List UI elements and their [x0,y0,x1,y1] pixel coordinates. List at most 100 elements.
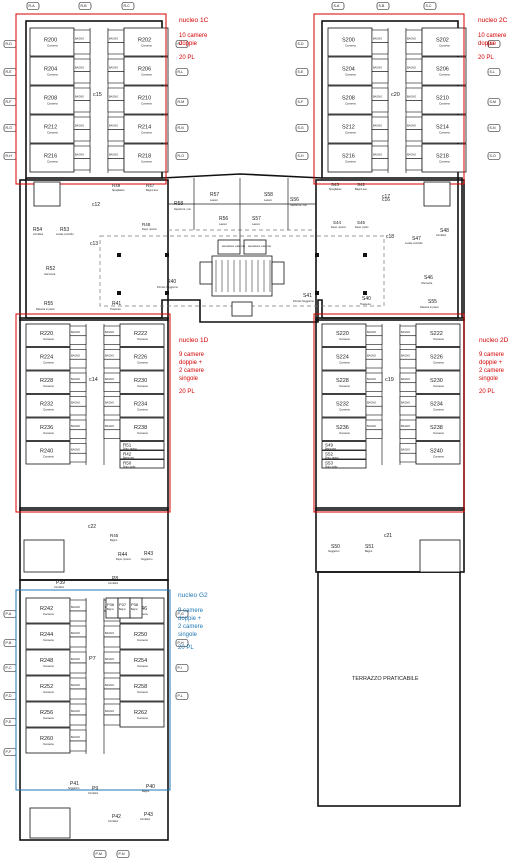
bath [405,42,423,55]
bath [69,688,87,700]
svg-text:c22: c22 [88,524,96,530]
room-label: R238 [134,425,147,431]
bath [103,688,121,700]
room-type: Camera [433,384,444,388]
room-R250 [119,623,165,650]
bath [371,158,389,171]
svg-text:Tisaneria: Tisaneria [360,302,371,306]
room-type: Camera [141,131,152,135]
room-type: Camera [141,73,152,77]
svg-text:Locale controllo: Locale controllo [56,233,74,236]
svg-text:P-M: P-M [96,852,103,856]
room-label: S226 [430,354,443,360]
svg-text:Soggiorno: Soggiorno [328,550,340,553]
room-label: R50 [123,461,132,466]
svg-text:P41: P41 [70,781,79,787]
nucleus-2c-frame [313,13,465,185]
room-type: Camera [141,102,152,106]
room-R234 [119,394,165,418]
bath [405,58,423,72]
svg-text:20 PL: 20 PL [179,55,195,61]
bath [69,452,87,463]
bath-label: BAGNO [71,448,80,451]
room-type: Camera [137,337,148,341]
svg-text:Piccolo Soggiorno: Piccolo Soggiorno [157,285,178,289]
svg-text:Lavoro: Lavoro [210,198,218,202]
room-type: Camera [345,160,356,164]
room-label: S210 [436,96,449,102]
room-label: S224 [336,354,349,360]
corridor-label: P7 [89,656,96,662]
svg-text:20 PL: 20 PL [479,389,495,395]
location-marker: R-M [175,98,189,106]
room-S222 [415,323,461,347]
room-label: S206 [436,67,449,73]
room-label: S228 [336,378,349,384]
room-label: S236 [336,425,349,431]
room-label: R222 [134,331,147,337]
room-type: Camera [137,407,148,411]
nucleus-1d-frame [15,313,171,513]
bath-label: BAGNO [407,38,416,41]
room-R226 [119,347,165,371]
room-label: R202 [138,38,151,44]
bath [73,116,91,130]
bath-label: BAGNO [71,401,80,404]
corridor-label: c20 [391,92,400,98]
room-type: Depo. sporco [325,457,339,460]
room-label: S52 [325,452,334,457]
svg-text:doppie +: doppie + [179,360,203,366]
svg-text:doppie: doppie [478,41,497,47]
svg-text:R-I: R-I [178,42,183,46]
svg-text:Corridoio: Corridoio [108,582,119,585]
svg-text:S-A: S-A [334,4,341,8]
bath-label: BAGNO [373,96,382,99]
bath-label: BAGNO [407,125,416,128]
svg-text:R-L: R-L [178,70,184,74]
bath [73,42,91,55]
bath [103,636,121,648]
room-R216 [29,143,75,173]
room-R204 [29,56,75,86]
svg-text:R-B: R-B [81,4,88,8]
svg-text:S45: S45 [357,220,366,225]
room-S206 [421,56,467,86]
room-type: Camera [43,337,54,341]
svg-text:singole: singole [178,632,198,638]
room-type: Bagno [119,609,126,611]
room-type: Camera [43,384,54,388]
room-label: R244 [40,632,53,638]
svg-text:c13: c13 [90,241,98,247]
bath-label: BAGNO [109,154,118,157]
bath-label: BAGNO [373,125,382,128]
svg-text:Piccolo Soggiorno: Piccolo Soggiorno [293,299,314,303]
bath [399,358,417,369]
room-S212 [327,114,373,144]
bath-label: BAGNO [109,67,118,70]
room-R258 [119,675,165,702]
location-marker: P-I [175,664,189,672]
room-type: Camera [339,431,350,435]
bath [371,145,389,159]
room-S53 [321,459,367,469]
bath-label: BAGNO [105,632,114,635]
bath [107,42,125,55]
bath [73,100,91,113]
bath-label: BAGNO [71,658,80,661]
svg-text:S-N: S-N [490,126,497,130]
svg-text:doppie +: doppie + [479,360,503,366]
room-label: R232 [40,401,53,407]
svg-text:c21: c21 [384,533,392,539]
svg-text:c12: c12 [92,202,100,208]
room-R248 [25,649,71,676]
room-type: Camera [137,384,148,388]
service-right-labels: S43 Spogliatoio S42 Bagno ass. S44 Depo.… [328,182,449,553]
svg-text:S48: S48 [440,228,449,234]
bath [69,405,87,416]
svg-text:R-A: R-A [29,4,36,8]
room-type: Camera [43,360,54,364]
room-type: Camera [137,612,148,616]
room-type: Camera [345,73,356,77]
bath [405,145,423,159]
